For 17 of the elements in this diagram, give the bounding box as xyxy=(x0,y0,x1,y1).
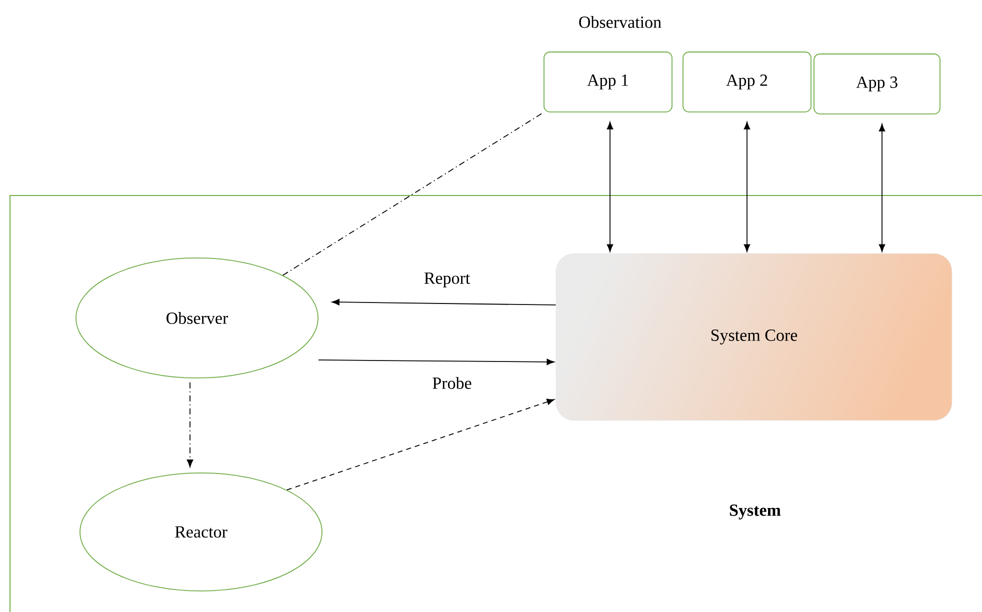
group-title: Observation xyxy=(579,16,662,28)
arrow xyxy=(606,122,614,252)
edge-label: Report xyxy=(422,272,472,288)
arrow xyxy=(332,298,556,306)
app-box: App 1 xyxy=(544,52,672,112)
ellipse-node: Observer xyxy=(76,258,318,378)
core-box: System Core xyxy=(556,253,952,421)
arrow xyxy=(744,122,750,252)
arrow xyxy=(286,398,554,490)
app-box: App 2 xyxy=(682,52,812,112)
arrow xyxy=(878,124,886,252)
ellipse-node: Reactor xyxy=(80,472,322,592)
arrow xyxy=(186,382,194,468)
edge-label: Probe xyxy=(431,376,473,390)
connector-line xyxy=(282,112,544,276)
app-box: App 3 xyxy=(814,54,940,114)
arrow xyxy=(318,358,554,366)
